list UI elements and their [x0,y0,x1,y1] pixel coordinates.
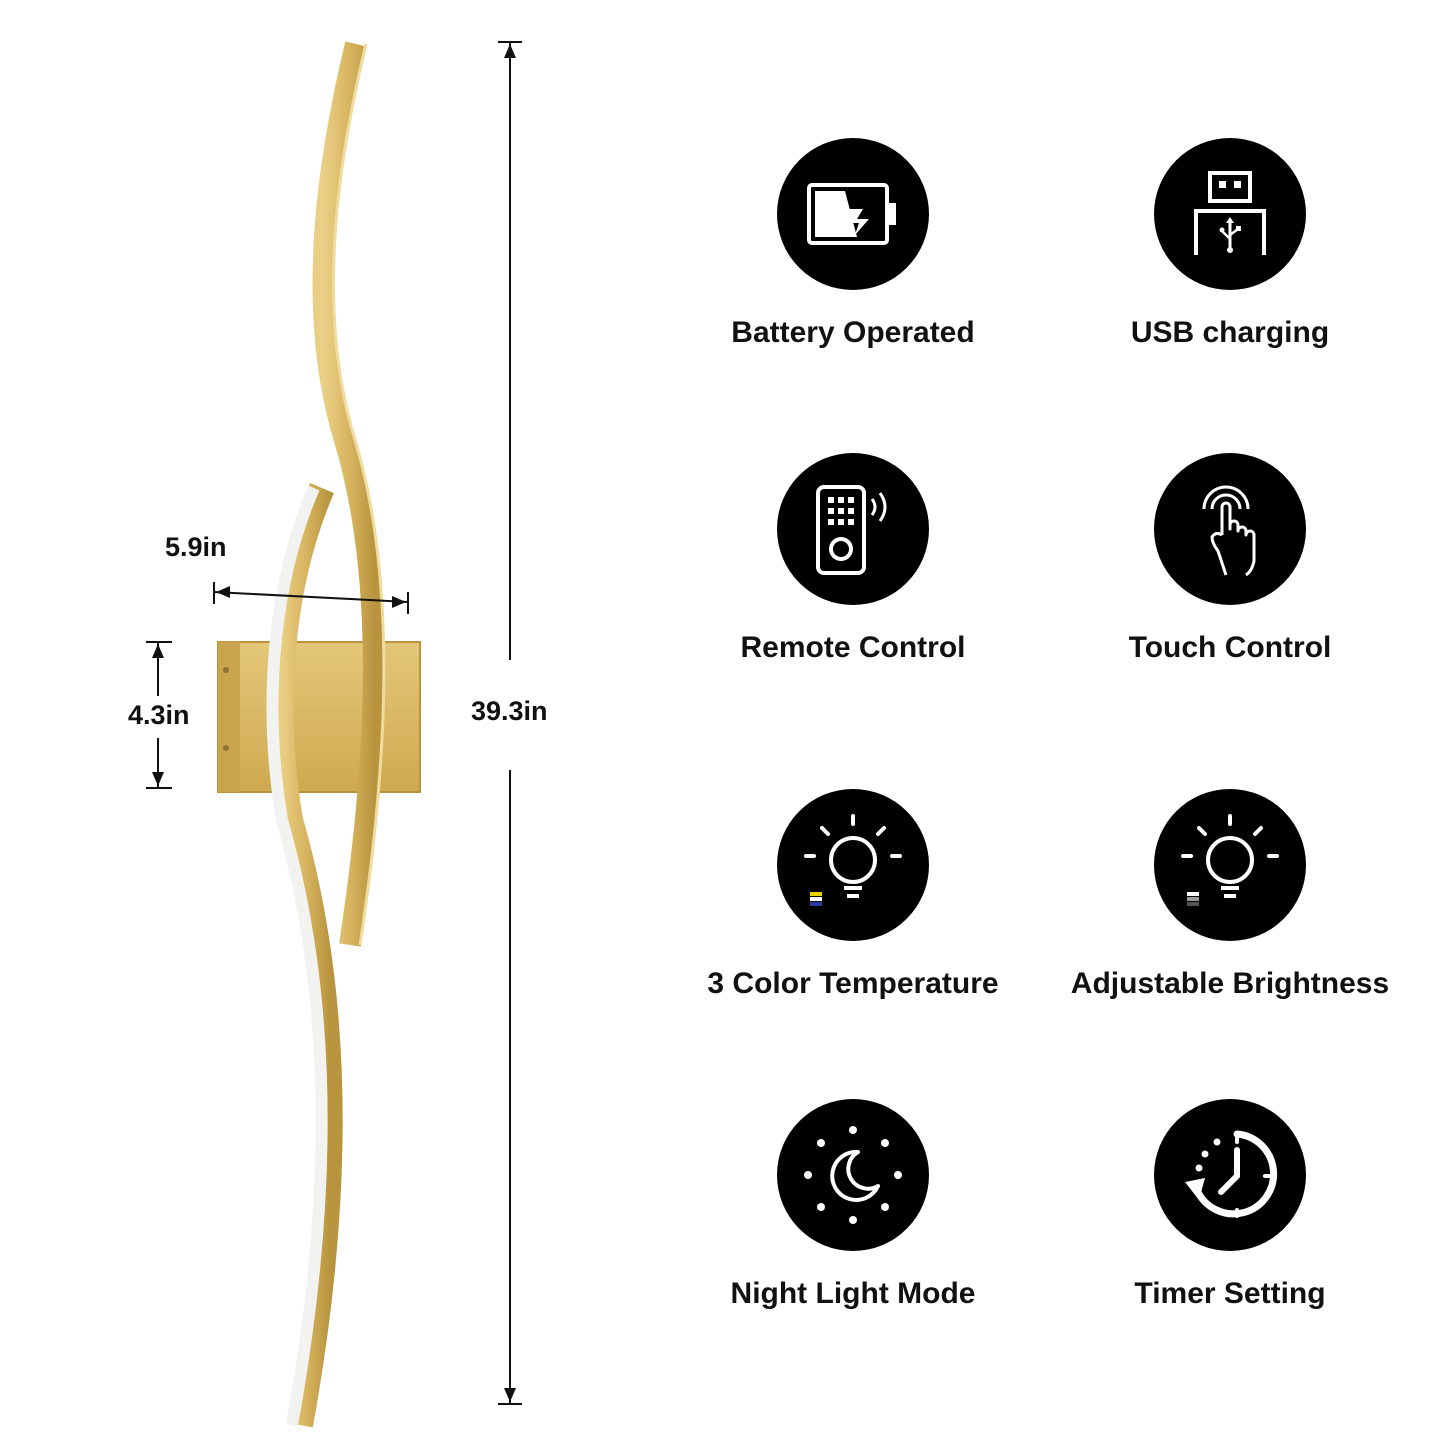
wall-mount-plate [217,641,421,793]
feature-label: Night Light Mode [730,1277,976,1310]
feature-remote-control: Remote Control [673,453,1033,665]
product-illustration [146,41,522,1428]
night-moon-icon [777,1099,929,1251]
feature-label: Adjustable Brightness [1070,967,1390,1000]
width-dimension-line [213,582,409,614]
usb-icon [1154,138,1306,290]
feature-label: 3 Color Temperature [707,967,999,1000]
feature-night-light-mode: Night Light Mode [673,1099,1033,1311]
feature-touch-control: Touch Control [1050,453,1410,665]
lamp-arm-upper [312,41,385,947]
feature-label: Timer Setting [1134,1277,1326,1310]
feature-label: Remote Control [740,631,966,664]
feature-adjustable-brightness: Adjustable Brightness [1050,789,1410,1001]
feature-label: Battery Operated [731,316,975,349]
battery-icon [777,138,929,290]
feature-timer-setting: Timer Setting [1050,1099,1410,1311]
remote-control-icon [777,453,929,605]
feature-battery-operated: Battery Operated [673,138,1033,350]
bulb-color-temperature-icon [777,789,929,941]
lamp-light-strip [266,485,328,1427]
total-height-label: 39.3in [471,696,548,726]
width-label: 5.9in [165,532,227,562]
feature-color-temperature: 3 Color Temperature [673,789,1033,1001]
feature-label: Touch Control [1128,631,1332,664]
feature-usb-charging: USB charging [1050,138,1410,350]
height-dimension-line [498,41,522,1405]
timer-clock-icon [1154,1099,1306,1251]
base-height-dimension-line [146,641,172,789]
feature-label: USB charging [1130,316,1330,349]
touch-icon [1154,453,1306,605]
bulb-brightness-icon [1154,789,1306,941]
base-height-label: 4.3in [128,700,190,730]
lamp-arm-lower-gold [267,482,343,1428]
